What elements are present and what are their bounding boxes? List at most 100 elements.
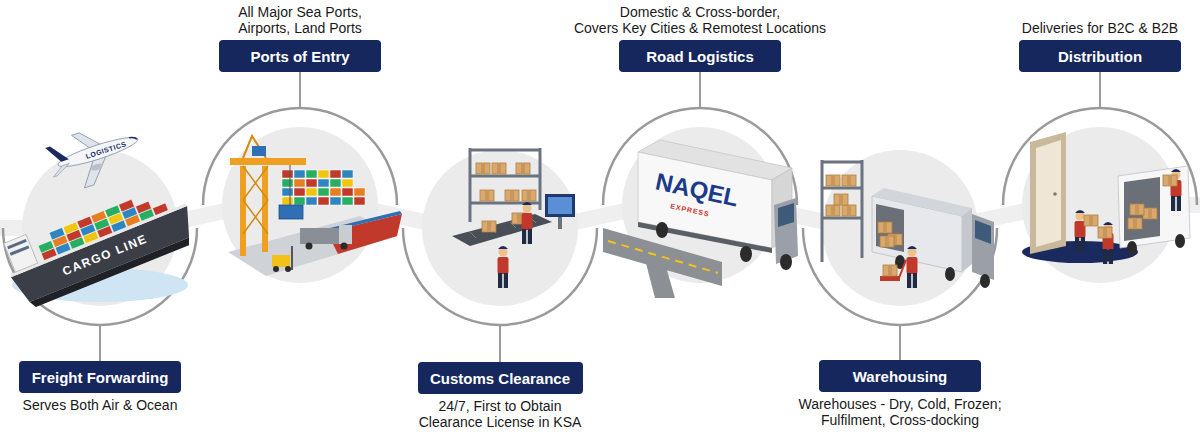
port-illustration-part-part — [342, 170, 353, 178]
port-illustration-part-part — [282, 179, 293, 187]
port-illustration-part-part — [294, 188, 305, 196]
stage-node: Freight ForwardingServes Both Air & Ocea… — [19, 361, 181, 393]
stage-node: Road LogisticsDomestic & Cross-border, C… — [619, 40, 781, 72]
stage-arc-part — [403, 228, 597, 325]
customs-illustration-part-part — [469, 148, 472, 222]
port-illustration-part — [252, 146, 266, 156]
leader-line-part — [699, 72, 701, 108]
ship-illustration-part-part-part — [38, 240, 54, 253]
port-illustration-part — [279, 205, 303, 219]
port-illustration-part — [285, 266, 291, 272]
stage-caption: 24/7, First to Obtain Clearance License … — [419, 398, 582, 430]
customs-illustration — [452, 148, 575, 288]
illustration-text: NAQEL — [653, 170, 740, 211]
port-illustration-part — [282, 170, 365, 205]
customs-illustration-part-part — [470, 175, 540, 178]
stage-box: Ports of Entry — [219, 40, 381, 72]
ship-illustration-part-part — [129, 136, 137, 142]
warehouse-illustration-part — [880, 236, 894, 247]
customs-illustration-part-part — [470, 149, 540, 152]
customs-illustration-part — [492, 163, 506, 174]
warehouse-illustration-part — [972, 214, 994, 280]
ship-illustration-part-part-part — [152, 203, 168, 216]
ship-illustration-part-part — [45, 142, 69, 165]
port-illustration-part-part — [342, 179, 353, 187]
port-illustration-part — [243, 136, 266, 158]
port-illustration-part — [300, 228, 340, 244]
ship-illustration-part — [43, 116, 147, 196]
port-illustration-part-part — [294, 179, 305, 187]
port-illustration-part — [341, 243, 348, 250]
warehouse-illustration-part — [883, 265, 897, 276]
port-illustration-part — [306, 243, 313, 250]
stage-node: Ports of EntryAll Major Sea Ports, Airpo… — [219, 40, 381, 72]
port-illustration-part-part — [342, 188, 353, 196]
warehouse-illustration-part-part — [821, 160, 824, 262]
stage-disc-part — [1022, 127, 1178, 283]
stage-disc — [22, 127, 1178, 306]
warehouse-illustration-part — [842, 205, 856, 216]
warehouse-illustration-part-part — [822, 217, 862, 220]
ship-illustration-part-part-part — [63, 222, 79, 235]
stage-title: Freight Forwarding — [32, 369, 169, 386]
warehouse-illustration-part — [880, 276, 900, 281]
customs-illustration-part-part — [539, 148, 542, 210]
stage-title: Distribution — [1058, 48, 1142, 65]
stage-caption: Deliveries for B2C & B2B — [1022, 20, 1178, 36]
customs-illustration-part — [476, 163, 490, 174]
warehouse-illustration-part — [945, 267, 955, 281]
warehouse-illustration-part-part — [822, 161, 862, 164]
stage-caption: Domestic & Cross-border, Covers Key Citi… — [574, 4, 826, 36]
stage-node: DistributionDeliveries for B2C & B2B — [1019, 40, 1181, 72]
port-illustration-part-part — [294, 197, 305, 205]
warehouse-illustration-part — [878, 222, 892, 233]
warehouse-illustration-part-part — [861, 160, 864, 258]
ship-illustration-part-part-part — [135, 201, 151, 214]
ship-illustration-part-part — [10, 203, 187, 277]
customs-illustration-part — [545, 194, 575, 217]
truck-illustration-part — [740, 246, 752, 262]
warehouse-illustration — [822, 160, 994, 288]
warehouse-illustration-part-part — [822, 187, 862, 190]
stage-title: Road Logistics — [646, 48, 754, 65]
stage-box: Freight Forwarding — [19, 361, 181, 393]
ship-illustration-part-part-part — [105, 205, 121, 218]
port-illustration-part-part — [294, 170, 305, 178]
illustration-text: LOGISTICS — [85, 140, 127, 160]
port-illustration-part — [240, 166, 246, 256]
ship-illustration-part-part-part — [91, 211, 107, 224]
port-illustration-part-part — [282, 188, 293, 196]
stage-title: Customs Clearance — [430, 370, 570, 387]
ship-illustration-part-part — [90, 162, 103, 171]
port-illustration-part — [262, 166, 268, 252]
leader-line — [100, 72, 1100, 362]
stage-caption: Serves Both Air & Ocean — [23, 397, 178, 413]
port-illustration-part-part — [330, 179, 341, 187]
stage-caption: All Major Sea Ports, Airports, Land Port… — [238, 4, 362, 36]
truck-illustration-part — [638, 222, 772, 253]
warehouse-illustration-part — [842, 175, 856, 186]
delivery-illustration-part — [1124, 177, 1160, 241]
leader-line-part — [899, 325, 901, 360]
warehouse-illustration-part — [962, 208, 972, 272]
port-illustration-part-part — [342, 197, 353, 205]
port-illustration-part — [291, 246, 293, 270]
stage-box: Road Logistics — [619, 40, 781, 72]
truck-illustration-part — [638, 152, 772, 248]
delivery-illustration-part — [1030, 132, 1066, 254]
ship-illustration-part-part-part — [77, 216, 93, 229]
delivery-illustration-part — [1036, 140, 1061, 247]
delivery-illustration-part — [1163, 175, 1177, 186]
leader-line-part — [1099, 72, 1101, 108]
truck-illustration — [603, 140, 798, 298]
leader-line-part — [299, 72, 301, 108]
leader-line-part — [99, 325, 101, 361]
port-illustration-part — [272, 255, 290, 267]
stage-disc-part — [822, 150, 978, 306]
ship-illustration-part-part — [10, 245, 30, 255]
truck-illustration-part — [780, 254, 792, 270]
port-illustration-part-part — [354, 188, 365, 196]
